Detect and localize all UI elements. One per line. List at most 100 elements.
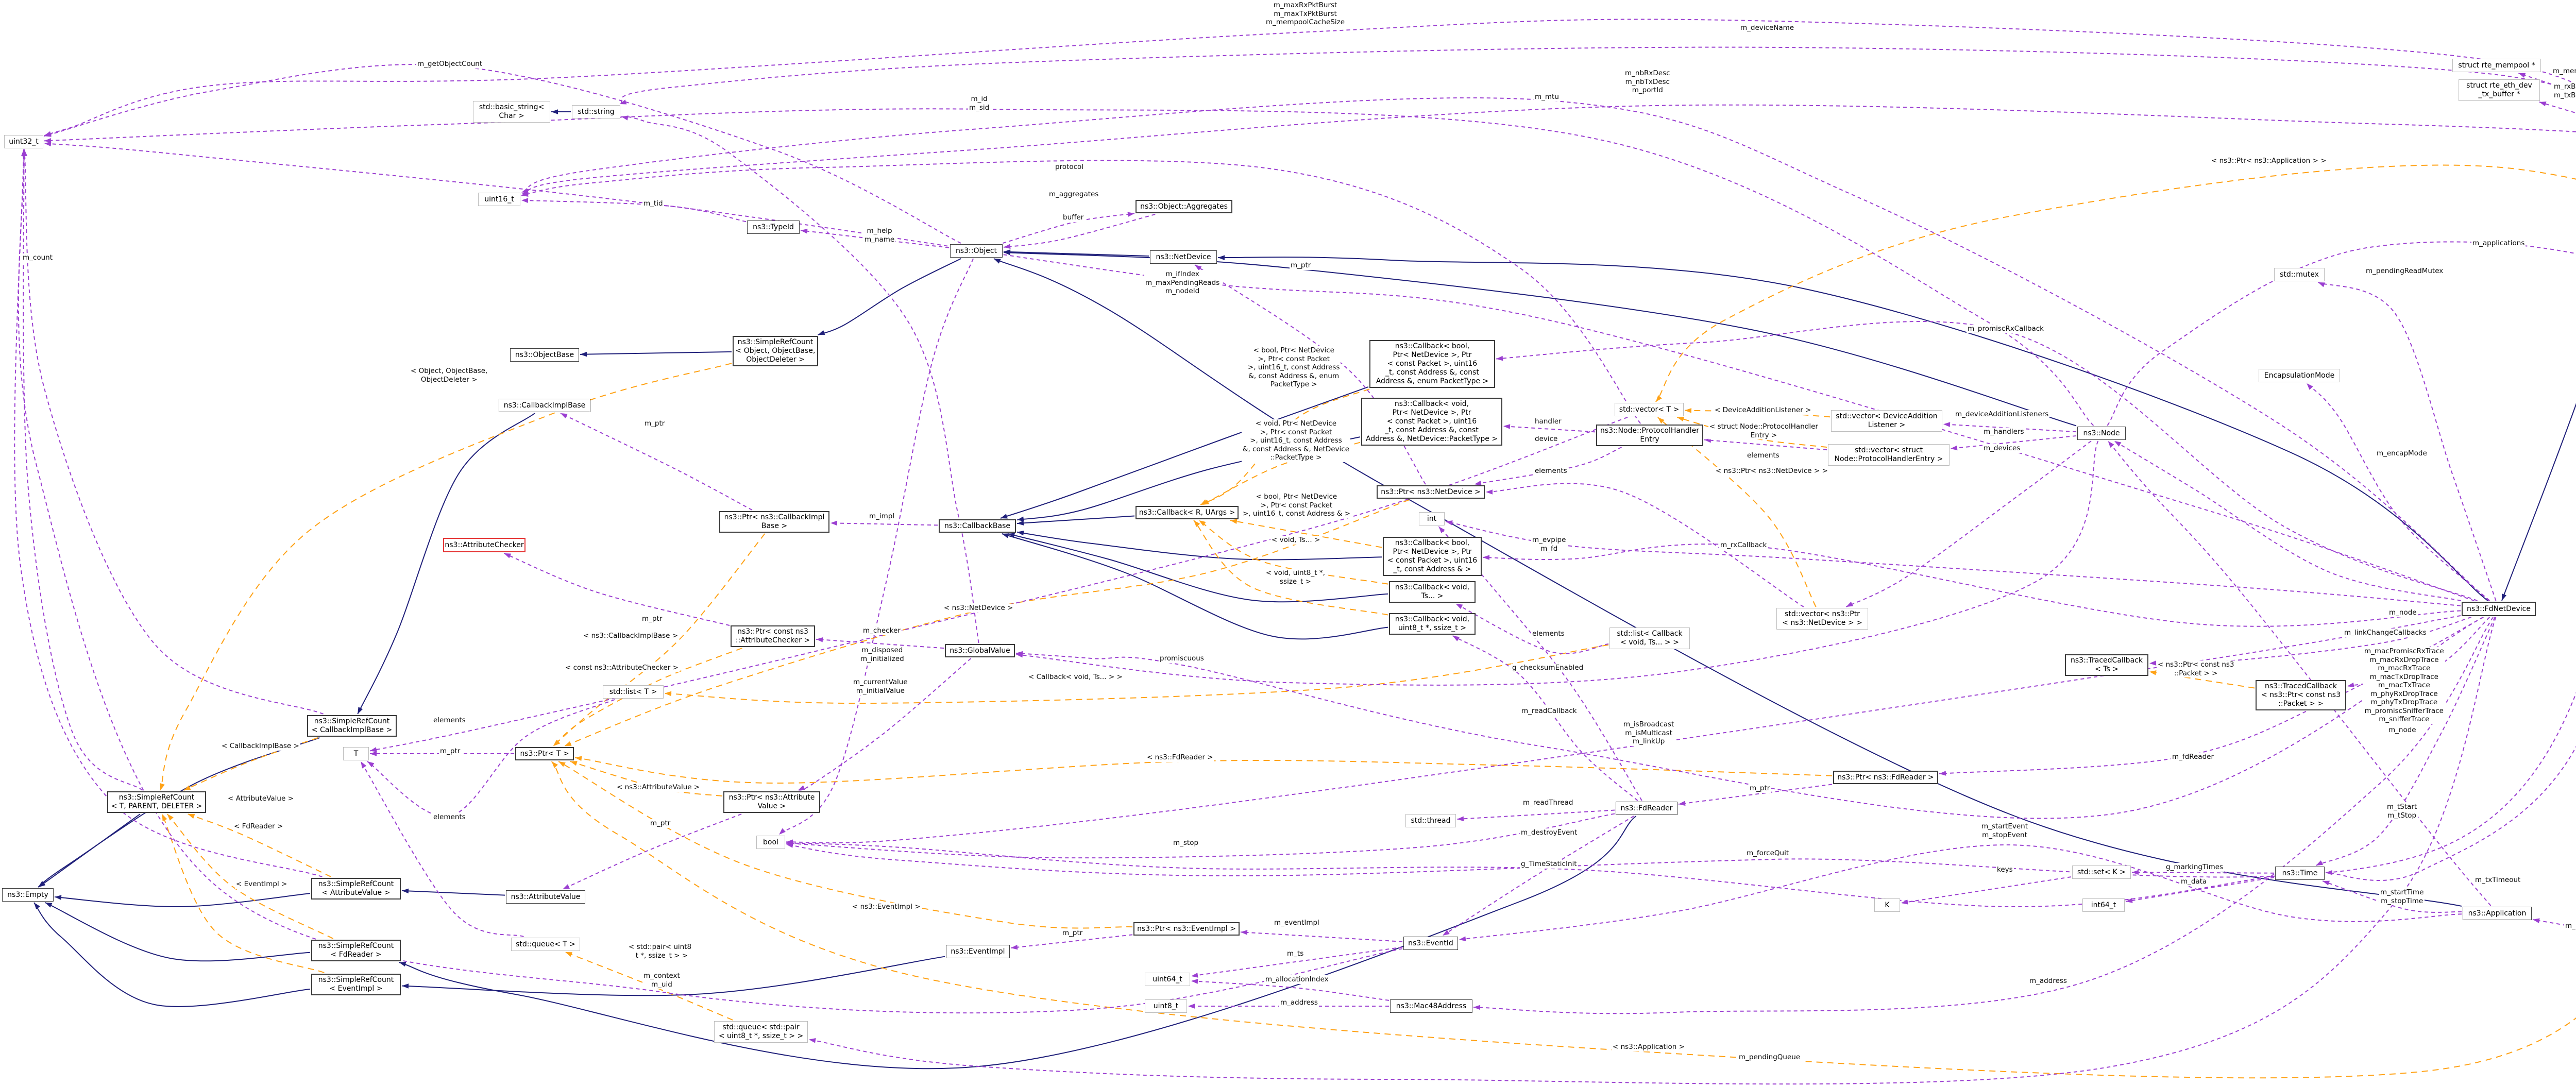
class-node-ptr_nd[interactable]: ns3::Ptr< ns3::NetDevice > <box>1377 485 1485 499</box>
edge-m-app-time <box>2322 880 2462 913</box>
class-node-src_fdr[interactable]: ns3::SimpleRefCount < FdReader > <box>311 940 401 961</box>
class-node-uint8[interactable]: uint8_t <box>1145 999 1187 1013</box>
arrowhead-icon <box>367 761 375 768</box>
edge-t-src_cib-src_t <box>183 737 318 791</box>
class-node-uint16[interactable]: uint16_t <box>478 193 520 206</box>
class-node-ac[interactable]: ns3::AttributeChecker <box>443 538 526 552</box>
class-node-int[interactable]: int <box>1419 512 1445 525</box>
class-node-thread[interactable]: std::thread <box>1405 814 1456 827</box>
class-node-mutex[interactable]: std::mutex <box>2274 268 2325 281</box>
class-node-queue_pair[interactable]: std::queue< std::pair < uint8_t *, ssize… <box>714 1021 808 1043</box>
class-node-tcb_pkt[interactable]: ns3::TracedCallback < ns3::Ptr< const ns… <box>2256 680 2346 710</box>
class-node-mac48[interactable]: ns3::Mac48Address <box>1390 999 1472 1013</box>
edge-i-cb_b6-cbbase <box>1000 386 1369 519</box>
class-node-ptr_fdr[interactable]: ns3::Ptr< ns3::FdReader > <box>1833 771 1938 784</box>
class-node-object[interactable]: ns3::Object <box>950 244 1003 258</box>
edge-i-netdevice-object <box>1003 251 1149 257</box>
class-node-cb_vu8[interactable]: ns3::Callback< void, uint8_t *, ssize_t … <box>1389 613 1476 635</box>
class-node-int64[interactable]: int64_t <box>2082 898 2125 912</box>
class-node-bstring[interactable]: std::basic_string< Char > <box>473 101 550 123</box>
class-node-ptr_cib[interactable]: ns3::Ptr< ns3::CallbackImpl Base > <box>719 511 829 533</box>
arrowhead-icon <box>551 109 558 114</box>
class-node-src_t[interactable]: ns3::SimpleRefCount < T, PARENT, DELETER… <box>107 791 206 813</box>
class-node-uint64[interactable]: uint64_t <box>1145 973 1190 986</box>
edge-m-ptr_av-av <box>562 813 742 890</box>
arrowhead-icon <box>1483 555 1490 560</box>
class-node-fdnd[interactable]: ns3::FdNetDevice <box>2462 602 2536 616</box>
arrowhead-icon <box>563 884 570 889</box>
class-node-vec_t[interactable]: std::vector< T > <box>1615 403 1684 416</box>
edge-t-src_fdr-src_t <box>166 813 334 939</box>
edge-i-cib-src_cib <box>357 413 535 715</box>
arrowhead-icon <box>1459 936 1466 942</box>
arrowhead-icon <box>183 785 191 790</box>
class-node-av[interactable]: ns3::AttributeValue <box>506 890 585 904</box>
arrowhead-icon <box>1202 499 1210 505</box>
class-node-rte_mp[interactable]: struct rte_mempool * <box>2452 59 2541 72</box>
class-node-fdr[interactable]: ns3::FdReader <box>1616 802 1677 815</box>
class-node-ptr_ei[interactable]: ns3::Ptr< ns3::EventImpl > <box>1133 922 1240 936</box>
class-node-vec_phe[interactable]: std::vector< struct Node::ProtocolHandle… <box>1828 444 1950 466</box>
class-node-cb_b6[interactable]: ns3::Callback< bool, Ptr< NetDevice >, P… <box>1369 340 1495 388</box>
class-node-uint32[interactable]: uint32_t <box>4 135 43 148</box>
class-node-src_av[interactable]: ns3::SimpleRefCount < AttributeValue > <box>311 878 401 900</box>
class-node-src_ei[interactable]: ns3::SimpleRefCount < EventImpl > <box>311 974 401 995</box>
arrowhead-icon <box>1939 771 1946 776</box>
edge-m-fdr-eventid <box>1442 816 1634 936</box>
class-node-t[interactable]: T <box>343 747 369 760</box>
class-node-node[interactable]: ns3::Node <box>2077 427 2126 440</box>
arrowhead-icon <box>21 149 26 157</box>
class-node-set_k[interactable]: std::set< K > <box>2072 866 2131 879</box>
edge-m-object-bool <box>778 258 974 835</box>
class-node-app[interactable]: ns3::Application <box>2463 907 2532 920</box>
class-node-list_cb[interactable]: std::list< Callback < void, Ts... > > <box>1609 627 1690 649</box>
class-node-vec_dal[interactable]: std::vector< DeviceAddition Listener > <box>1831 410 1942 432</box>
edge-t-cb_vts-cb_r <box>1198 520 1388 585</box>
edge-i-node-object <box>1003 251 2077 427</box>
class-node-cb_v6[interactable]: ns3::Callback< void, Ptr< NetDevice >, P… <box>1361 398 1502 446</box>
class-node-encap[interactable]: EncapsulationMode <box>2259 369 2340 382</box>
edge-m-aggregates-object <box>1003 214 1156 248</box>
class-node-netdevice[interactable]: ns3::NetDevice <box>1150 250 1217 264</box>
class-node-src_object[interactable]: ns3::SimpleRefCount < Object, ObjectBase… <box>733 336 818 366</box>
class-node-ptr_av[interactable]: ns3::Ptr< ns3::Attribute Value > <box>723 791 820 813</box>
arrowhead-icon <box>1486 489 1493 495</box>
class-node-ptr_t[interactable]: ns3::Ptr< T > <box>515 747 574 760</box>
arrowhead-icon <box>570 761 578 766</box>
class-node-objectbase[interactable]: ns3::ObjectBase <box>510 348 579 362</box>
class-node-queue_t[interactable]: std::queue< T > <box>511 938 580 951</box>
edge-i-cb_vu8-cbbase <box>1002 533 1388 640</box>
class-node-gv[interactable]: ns3::GlobalValue <box>945 644 1015 657</box>
class-node-bool[interactable]: bool <box>756 836 785 849</box>
class-node-ei[interactable]: ns3::EventImpl <box>946 945 1010 958</box>
class-node-cib[interactable]: ns3::CallbackImplBase <box>499 399 590 412</box>
arrowhead-icon <box>1496 355 1503 361</box>
class-node-time[interactable]: ns3::Time <box>2275 867 2325 880</box>
class-node-vec_nd[interactable]: std::vector< ns3::Ptr < ns3::NetDevice >… <box>1776 608 1868 630</box>
arrowhead-icon <box>1016 652 1023 658</box>
class-node-src_cib[interactable]: ns3::SimpleRefCount < CallbackImplBase > <box>307 715 397 737</box>
class-node-ptr_ac[interactable]: ns3::Ptr< const ns3 ::AttributeChecker > <box>731 625 815 647</box>
class-node-cb_b4[interactable]: ns3::Callback< bool, Ptr< NetDevice >, P… <box>1383 537 1482 576</box>
class-node-string[interactable]: std::string <box>572 105 620 118</box>
class-node-cbbase[interactable]: ns3::CallbackBase <box>939 519 1016 533</box>
class-node-k[interactable]: K <box>1874 898 1900 912</box>
edge-m-app-node <box>2107 440 2492 906</box>
edge-m-dpdk-string <box>619 46 2576 105</box>
class-node-eventid[interactable]: ns3::EventId <box>1403 937 1458 950</box>
arrowhead-icon <box>33 903 40 910</box>
class-node-typeid[interactable]: ns3::TypeId <box>747 220 800 234</box>
class-node-tcb_ts[interactable]: ns3::TracedCallback < Ts > <box>2065 654 2148 676</box>
arrowhead-icon <box>2149 670 2157 675</box>
class-node-phe[interactable]: ns3::Node::ProtocolHandler Entry <box>1596 425 1703 446</box>
class-node-empty[interactable]: ns3::Empty <box>2 888 54 902</box>
edge-i-ei-src_ei <box>401 956 945 996</box>
arrowhead-icon <box>1455 604 1463 609</box>
class-node-cb_vts[interactable]: ns3::Callback< void, Ts... > <box>1389 581 1476 603</box>
class-node-rte_eth[interactable]: struct rte_eth_dev _tx_buffer * <box>2459 79 2540 101</box>
edge-m-fdnd-bool <box>786 615 2461 843</box>
class-node-list_t[interactable]: std::list< T > <box>603 685 664 699</box>
class-node-cb_r[interactable]: ns3::Callback< R, UArgs > <box>1136 506 1239 519</box>
class-node-aggregates[interactable]: ns3::Object::Aggregates <box>1136 200 1232 213</box>
